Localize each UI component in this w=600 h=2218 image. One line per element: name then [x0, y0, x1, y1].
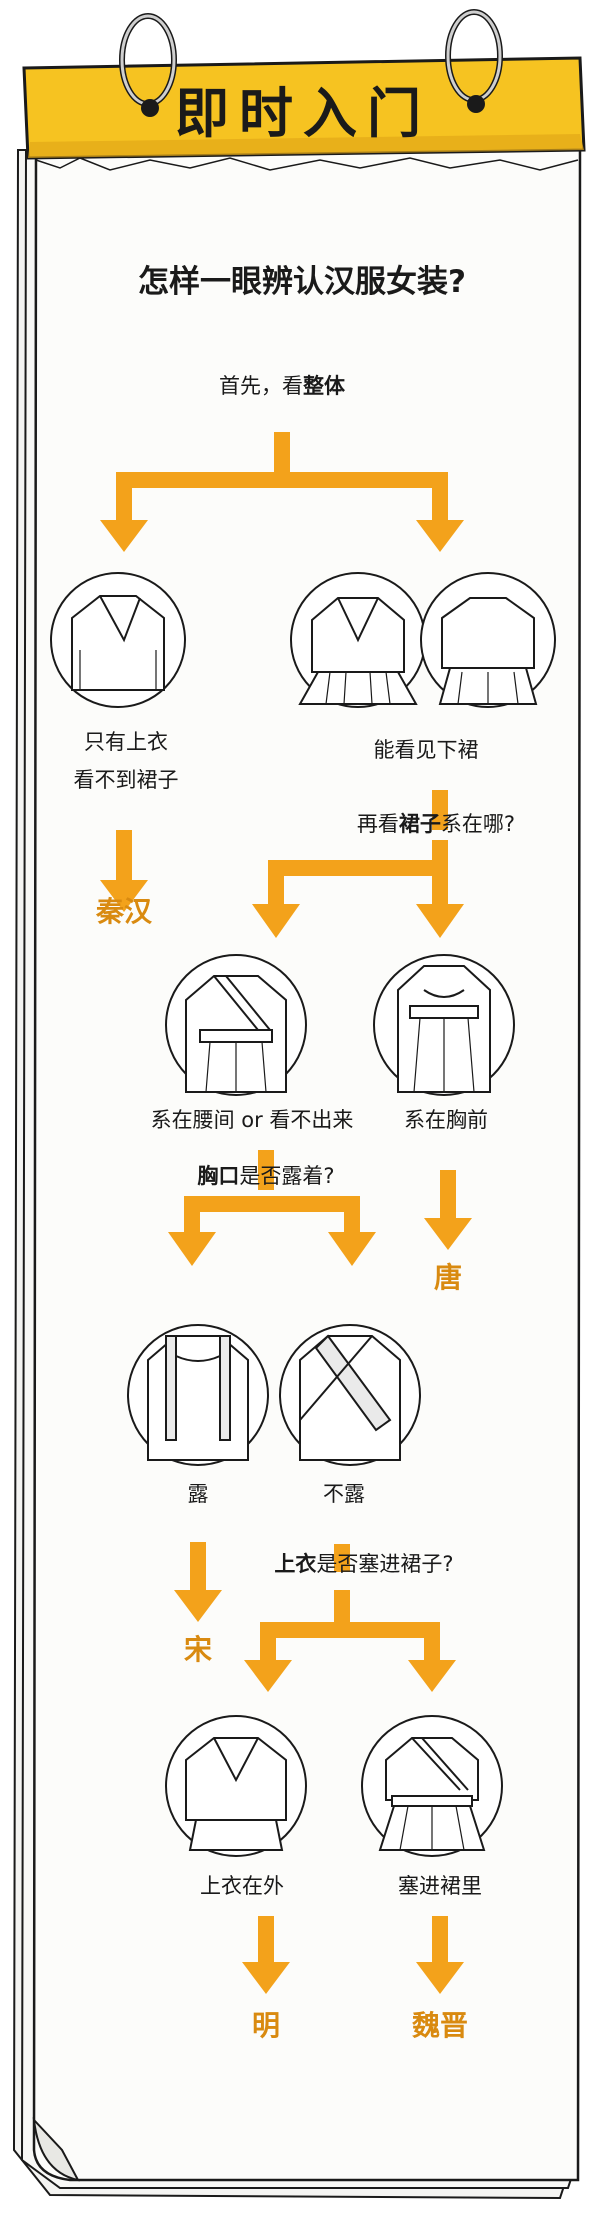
garment-chest-exposed-illustration — [127, 1324, 269, 1466]
step-2-question: 再看裙子系在哪? — [357, 808, 515, 838]
garment-only-top-illustration — [50, 572, 186, 708]
result-wei-jin: 魏晋 — [411, 2009, 469, 2042]
step-2-keyword: 裙子 — [398, 812, 441, 836]
banner-title: 即时入门 — [175, 81, 431, 145]
garment-top-with-skirt-illustration — [290, 572, 426, 708]
step-4-keyword: 上衣 — [274, 1552, 317, 1576]
garment-top-outside-illustration — [165, 1715, 307, 1857]
label-waist-tie: 系在腰间 or 看不出来 — [150, 1108, 354, 1132]
binder-ring-left-icon — [119, 13, 177, 117]
step-1-keyword: 整体 — [303, 374, 345, 398]
banner: 即时入门 — [28, 58, 578, 158]
banner-bar — [22, 56, 586, 160]
garment-chest-tie-illustration — [373, 954, 515, 1096]
garment-chest-covered-illustration — [279, 1324, 421, 1466]
label-chest-covered: 不露 — [323, 1482, 365, 1506]
step-2-suffix: 系在哪? — [440, 812, 516, 836]
garment-waist-tie-illustration — [165, 954, 307, 1096]
label-only-top-line-2: 看不到裙子 — [73, 768, 179, 792]
step-3-question: 胸口是否露着? — [197, 1160, 334, 1190]
step-3-keyword: 胸口 — [197, 1164, 240, 1188]
binder-ring-right-icon — [445, 9, 503, 113]
label-tucked-in: 塞进裙里 — [398, 1874, 482, 1898]
result-qin-han: 秦汉 — [95, 895, 153, 928]
label-chest-exposed: 露 — [187, 1482, 209, 1506]
label-chest-tie: 系在胸前 — [404, 1108, 488, 1132]
step-1-prefix: 首先，看 — [219, 374, 303, 398]
step-4-question: 上衣是否塞进裙子? — [274, 1548, 453, 1578]
garment-back-view-illustration — [420, 572, 556, 708]
step-2-prefix: 再看 — [356, 812, 399, 836]
result-ming: 明 — [251, 2009, 281, 2042]
result-tang: 唐 — [433, 1261, 463, 1294]
garment-tucked-in-illustration — [361, 1715, 503, 1857]
label-only-top-line-1: 只有上衣 — [84, 730, 168, 754]
step-4-suffix: 是否塞进裙子? — [316, 1552, 454, 1576]
label-top-outside: 上衣在外 — [200, 1874, 284, 1898]
label-skirt-visible: 能看见下裙 — [373, 738, 479, 762]
page-title: 怎样一眼辨认汉服女装? — [138, 264, 466, 300]
result-song: 宋 — [183, 1633, 213, 1666]
step-3-suffix: 是否露着? — [239, 1164, 335, 1188]
flow-connectors — [100, 432, 472, 1994]
step-1-question: 首先，看整体 — [219, 370, 345, 400]
